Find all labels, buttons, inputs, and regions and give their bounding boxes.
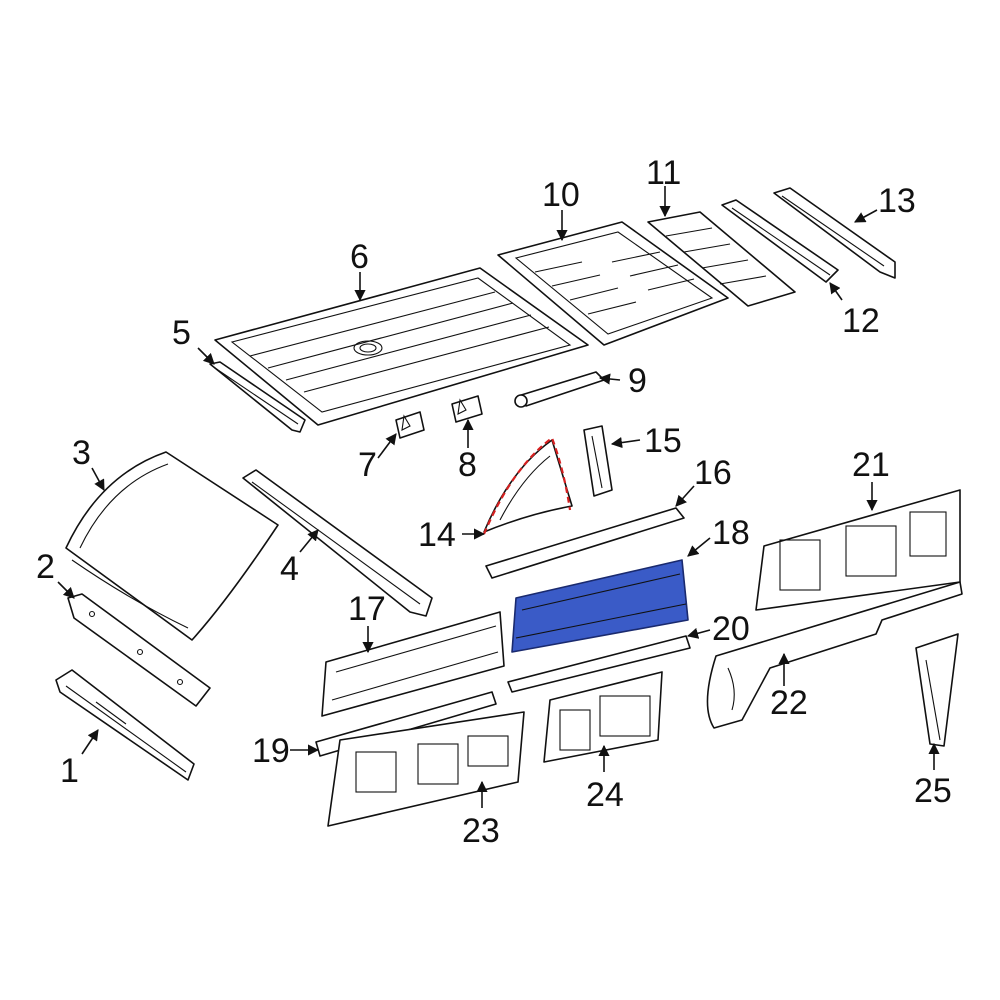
callout-19[interactable]: 19: [252, 732, 290, 770]
part-8-bracket[interactable]: [451, 395, 483, 423]
callout-3[interactable]: 3: [72, 434, 91, 472]
callout-11[interactable]: 11: [646, 154, 681, 192]
part-15-pillar[interactable]: [583, 425, 613, 497]
part-3-windshield[interactable]: [65, 451, 279, 641]
part-10-rear-roof-panel[interactable]: [497, 221, 729, 346]
leader-lines: [57, 186, 940, 808]
callout-22[interactable]: 22: [770, 684, 808, 722]
callout-5[interactable]: 5: [172, 314, 191, 352]
callout-23[interactable]: 23: [462, 812, 500, 850]
callout-18[interactable]: 18: [712, 514, 750, 552]
callout-1[interactable]: 1: [60, 752, 79, 790]
callout-15[interactable]: 15: [644, 422, 682, 460]
callout-14[interactable]: 14: [418, 516, 456, 554]
callout-16[interactable]: 16: [694, 454, 732, 492]
part-6-roof-panel[interactable]: [214, 267, 589, 426]
callout-labels: 1 2 3 4 5 6 7 8 9 10 11 12 13 14 15 16 1…: [36, 154, 952, 850]
part-12-rear-header[interactable]: [721, 199, 839, 283]
callout-20[interactable]: 20: [712, 610, 750, 648]
part-11-roof-bow-panel[interactable]: [647, 211, 796, 307]
callout-4[interactable]: 4: [280, 550, 299, 588]
callout-8[interactable]: 8: [458, 446, 477, 484]
part-2-cowl-panel[interactable]: [67, 593, 211, 707]
part-9-crossmember[interactable]: [514, 371, 605, 408]
callout-17[interactable]: 17: [348, 590, 386, 628]
part-4-roof-rail[interactable]: [242, 469, 433, 617]
part-7-bracket[interactable]: [395, 411, 425, 439]
part-25-pillar[interactable]: [915, 633, 959, 747]
callout-21[interactable]: 21: [852, 446, 890, 484]
part-5-side-rail[interactable]: [209, 361, 306, 433]
callout-6[interactable]: 6: [350, 238, 369, 276]
callout-13[interactable]: 13: [878, 182, 916, 220]
callout-25[interactable]: 25: [914, 772, 952, 810]
part-20-sill-strip[interactable]: [507, 635, 691, 693]
part-24-door-panel[interactable]: [543, 671, 663, 763]
part-23-lower-panel[interactable]: [327, 711, 525, 827]
part-22-wheelhouse[interactable]: [706, 581, 963, 729]
callout-7[interactable]: 7: [358, 446, 377, 484]
callout-10[interactable]: 10: [542, 176, 580, 214]
part-13-rear-header-reinforcement[interactable]: [773, 187, 896, 279]
part-16-trim-strip[interactable]: [485, 507, 685, 579]
callout-9[interactable]: 9: [628, 362, 647, 400]
callout-12[interactable]: 12: [842, 302, 880, 340]
part-17-side-rail-panel[interactable]: [321, 611, 505, 717]
part-1-lower-cowl[interactable]: [55, 669, 195, 781]
part-14-window-frame[interactable]: [482, 436, 573, 535]
part-18-side-panel-highlighted[interactable]: [511, 559, 689, 653]
callout-2[interactable]: 2: [36, 548, 55, 586]
callout-24[interactable]: 24: [586, 776, 624, 814]
